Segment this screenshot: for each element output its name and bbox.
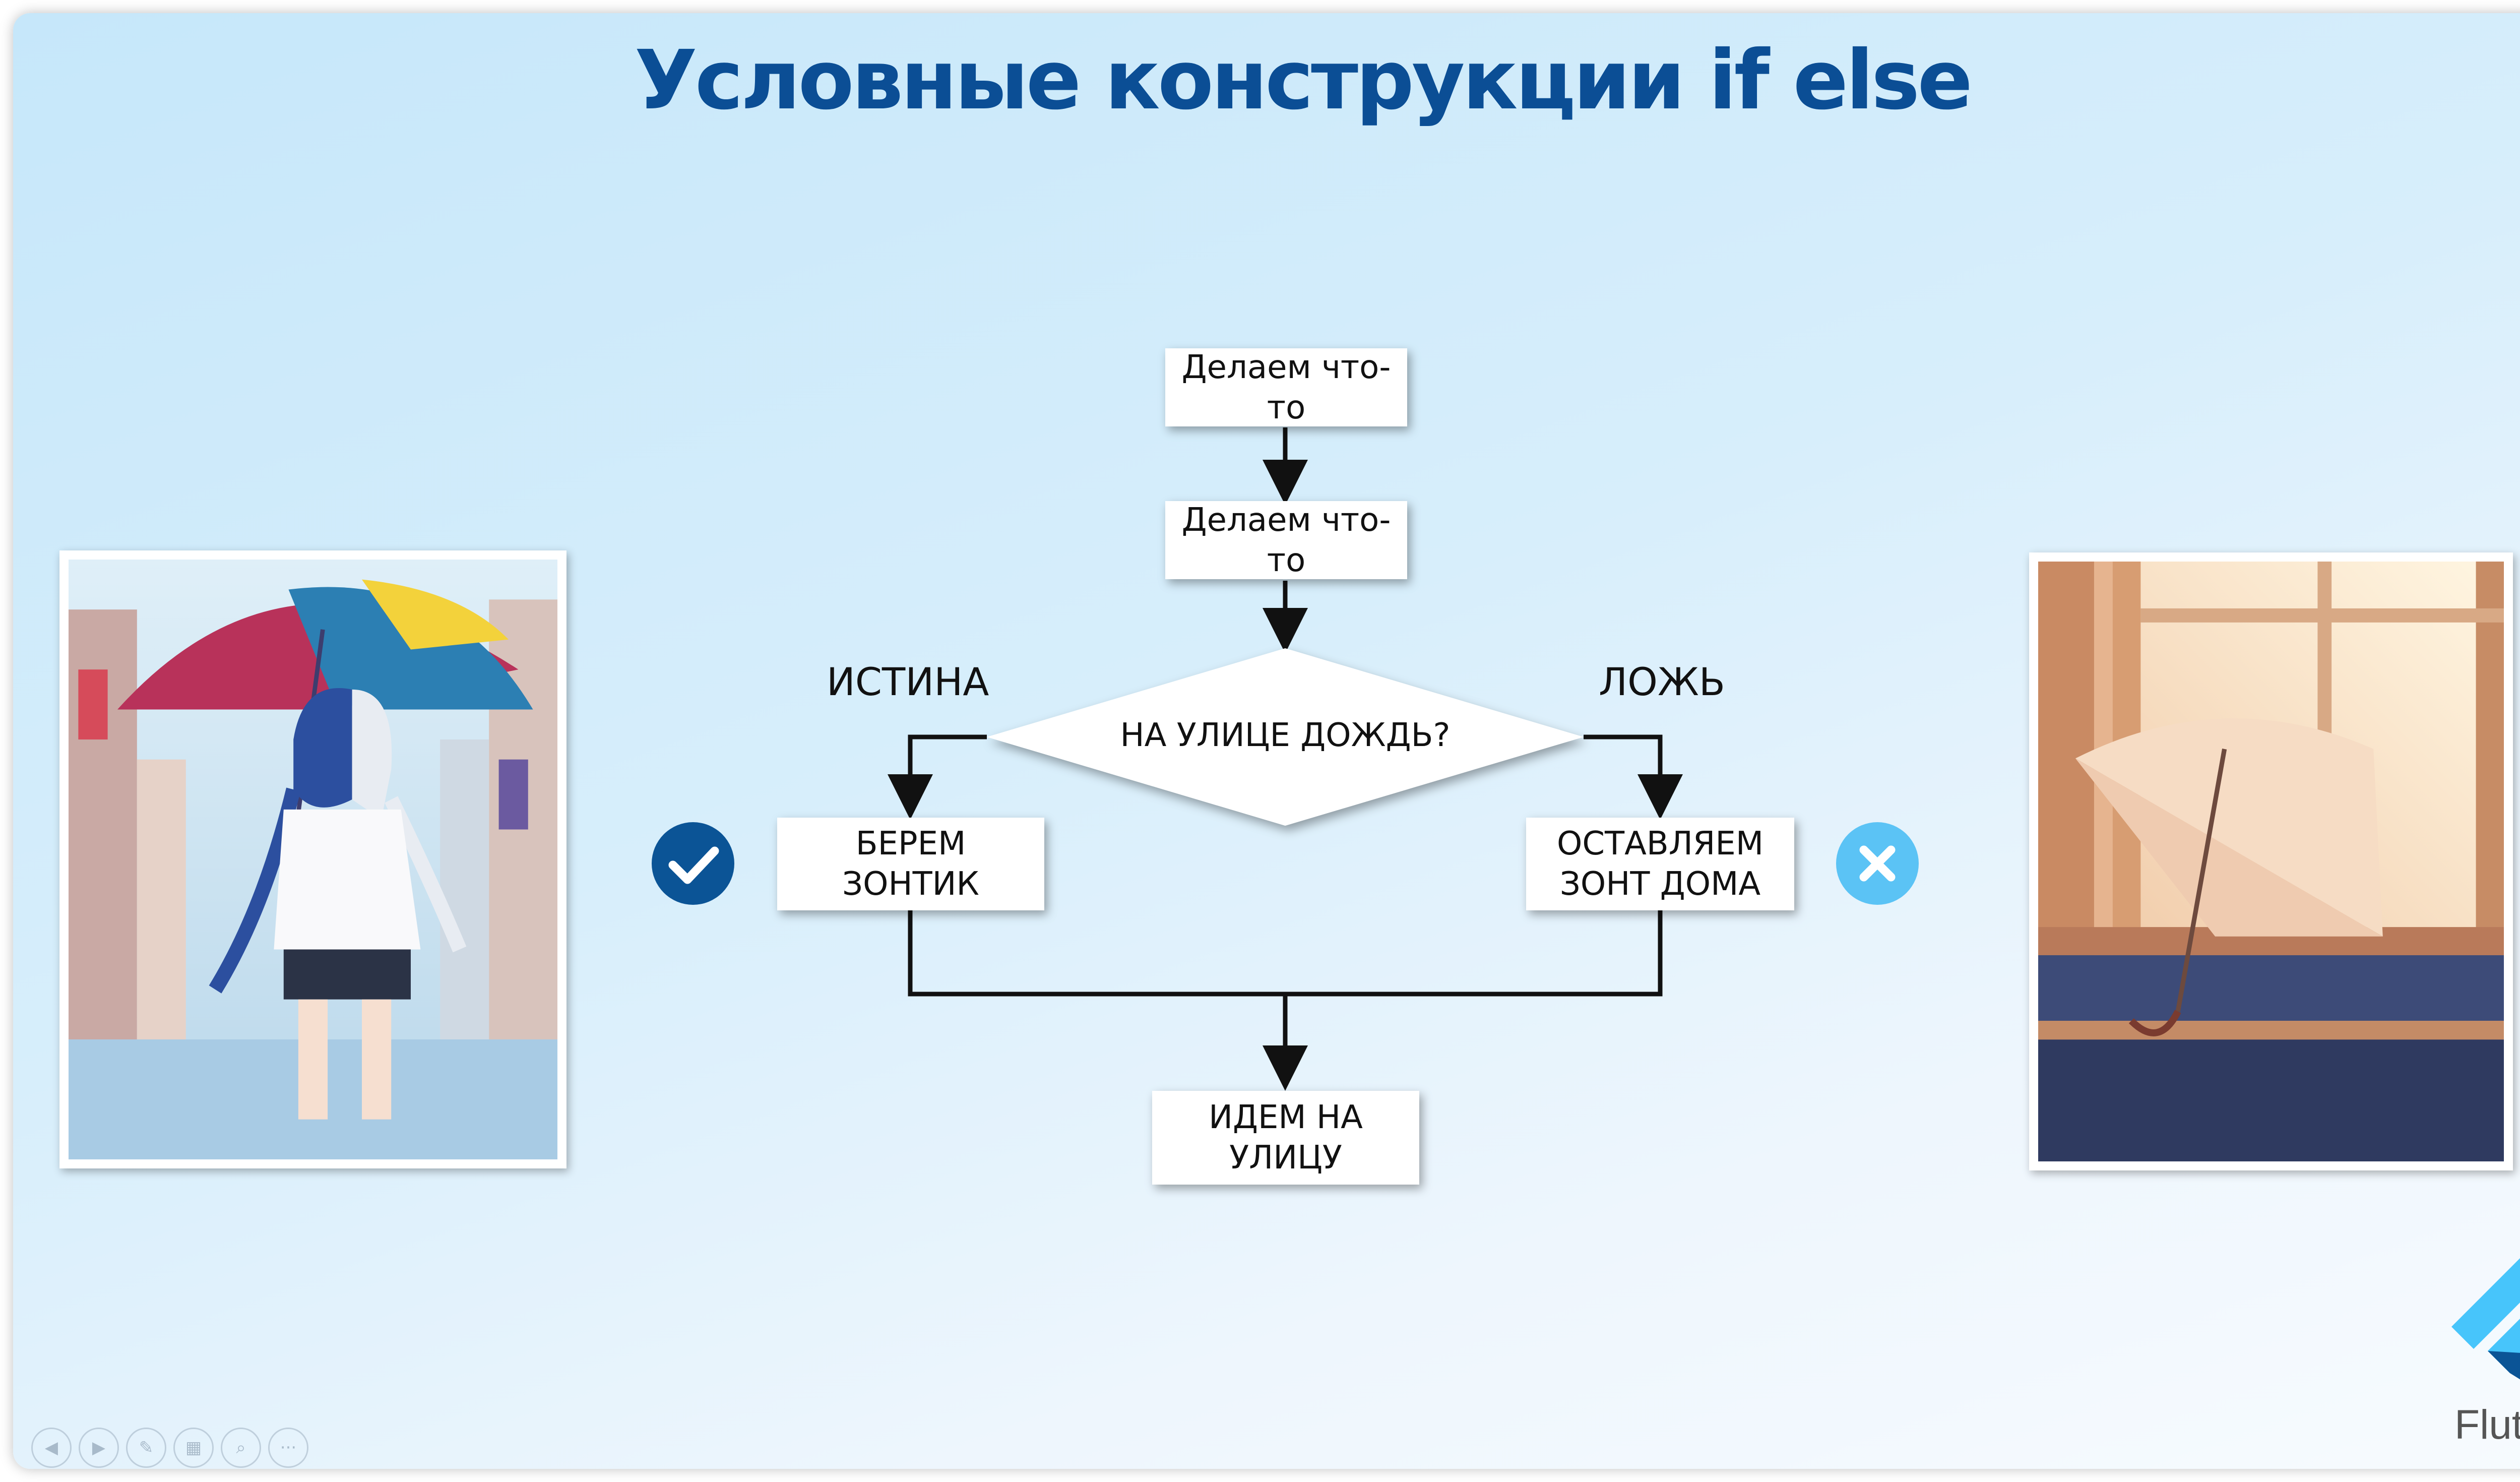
flow-step-1: Делаем что-то [1165,348,1407,426]
presentation-toolbar: ◀ ▶ ✎ ▦ ⌕ ··· [31,1428,308,1468]
false-action-label: ОСТАВЛЯЕМ ЗОНТ ДОМА [1556,825,1764,903]
merge-line [908,910,1663,997]
false-branch-label: ЛОЖЬ [1599,659,1725,704]
prev-icon[interactable]: ◀ [31,1428,72,1468]
next-icon[interactable]: ▶ [79,1428,119,1468]
condition-diamond [987,648,1584,826]
flowchart-connectors [888,427,1683,1091]
true-action-label: БЕРЕМ ЗОНТИК [842,825,979,903]
flow-step-2: Делаем что-то [1165,501,1407,579]
false-action-box: ОСТАВЛЯЕМ ЗОНТ ДОМА [1526,818,1794,910]
arrow-true-branch [888,734,987,820]
umbrella-window-image [2029,552,2513,1170]
flutter-logo-text: Flutter [2454,1402,2520,1448]
zoom-icon[interactable]: ⌕ [221,1428,261,1468]
true-branch-label: ИСТИНА [827,659,989,704]
slides-icon[interactable]: ▦ [173,1428,214,1468]
checkmark-icon [652,822,734,905]
final-step-label: ИДЕМ НА УЛИЦУ [1209,1099,1363,1177]
slide: Условные конструкции if else Делаем что-… [13,13,2520,1469]
true-action-box: БЕРЕМ ЗОНТИК [777,818,1044,910]
rain-girl-image [59,550,566,1168]
more-icon[interactable]: ··· [268,1428,308,1468]
condition-label: НА УЛИЦЕ ДОЖДЬ? [1120,717,1451,754]
cross-icon [1836,822,1919,905]
pen-icon[interactable]: ✎ [126,1428,166,1468]
final-step-box: ИДЕМ НА УЛИЦУ [1152,1091,1419,1185]
arrow-false-branch [1584,734,1683,820]
flow-step-1-label: Делаем что-то [1181,348,1391,426]
slide-title: Условные конструкции if else [634,33,1973,128]
flutter-logo-icon [2451,1258,2520,1380]
flow-step-2-label: Делаем что-то [1181,501,1391,579]
